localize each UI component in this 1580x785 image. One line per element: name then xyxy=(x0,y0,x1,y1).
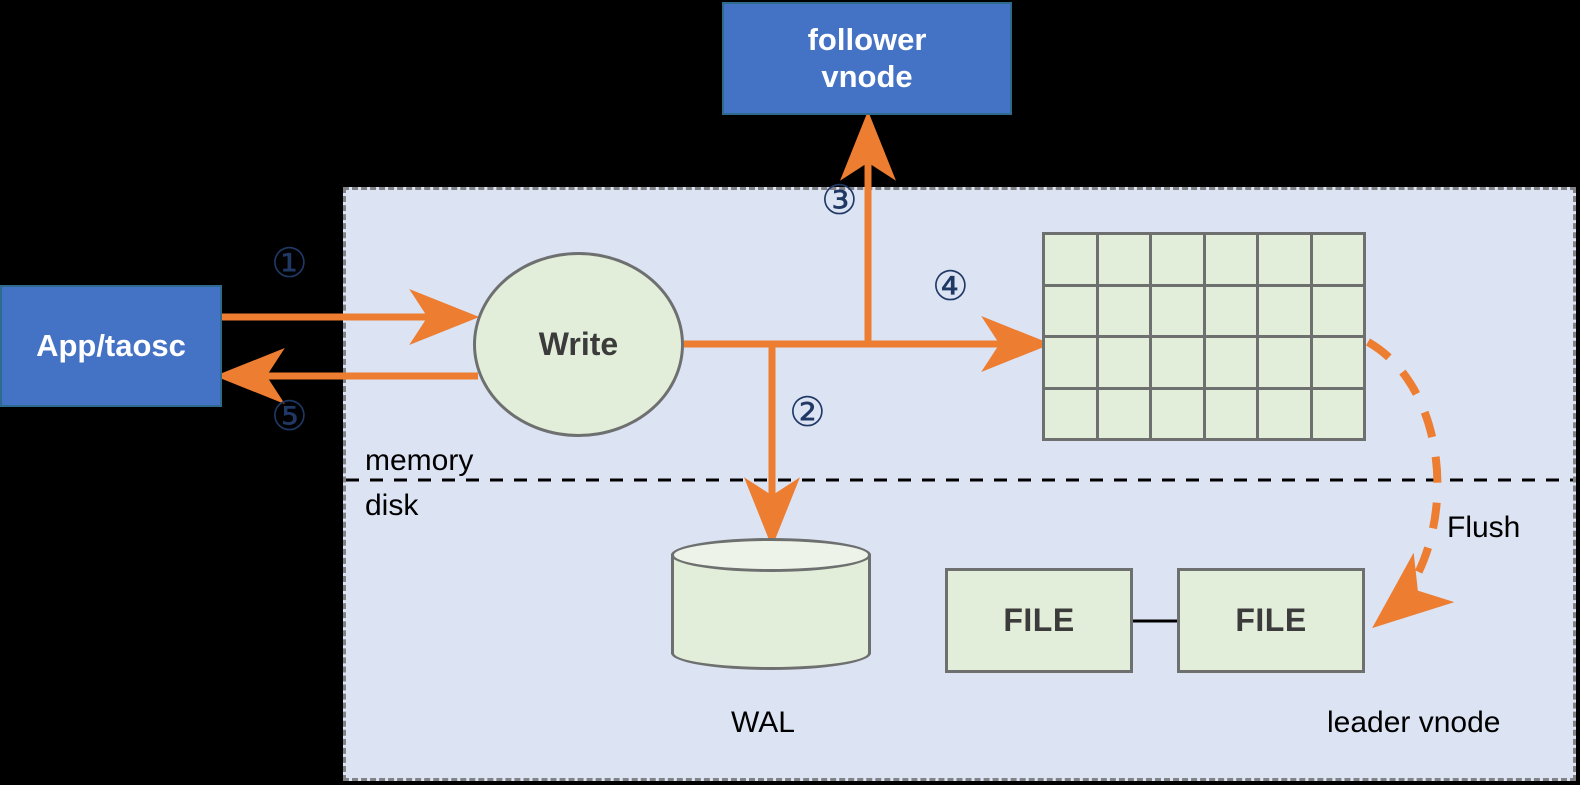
table-cell xyxy=(1045,235,1099,287)
wal-cylinder-top xyxy=(671,538,871,572)
table-cell xyxy=(1205,338,1259,390)
table-cell xyxy=(1098,389,1152,441)
edge-flush xyxy=(1366,338,1455,629)
table-cell xyxy=(1045,286,1099,338)
table-cell xyxy=(1045,389,1099,441)
table-cell xyxy=(1259,389,1313,441)
file-node-2[interactable]: FILE xyxy=(1177,568,1365,673)
file-node-2-label: FILE xyxy=(1235,602,1307,638)
table-cell xyxy=(1098,338,1152,390)
table-cell xyxy=(1312,286,1366,338)
table-cell xyxy=(1152,338,1206,390)
app-taosc-label: App/taosc xyxy=(36,327,186,363)
table-cell xyxy=(1152,235,1206,287)
table-cell xyxy=(1312,235,1366,287)
write-node[interactable]: Write xyxy=(473,252,684,437)
table-cell xyxy=(1045,338,1099,390)
table-cell xyxy=(1098,286,1152,338)
follower-vnode-label: follower vnode xyxy=(808,22,927,95)
file-node-1[interactable]: FILE xyxy=(945,568,1133,673)
step-marker-3: ③ xyxy=(821,176,858,224)
step-marker-4: ④ xyxy=(932,262,969,310)
wal-cylinder-node[interactable] xyxy=(671,538,871,670)
table-cell xyxy=(1152,389,1206,441)
table-cell xyxy=(1205,286,1259,338)
flush-edge-label: Flush xyxy=(1447,511,1521,544)
follower-vnode-label-line2: vnode xyxy=(821,58,913,94)
table-cell xyxy=(1205,389,1259,441)
wal-label: WAL xyxy=(731,706,795,739)
table-cell xyxy=(1098,235,1152,287)
follower-vnode-node[interactable]: follower vnode xyxy=(722,2,1012,115)
table-cell xyxy=(1259,235,1313,287)
step-marker-2: ② xyxy=(789,388,826,436)
table-cell xyxy=(1152,286,1206,338)
disk-tier-label: disk xyxy=(365,489,419,522)
write-node-label: Write xyxy=(538,326,619,362)
table-cell xyxy=(1312,338,1366,390)
file-node-1-label: FILE xyxy=(1003,602,1075,638)
leader-vnode-label: leader vnode xyxy=(1327,706,1501,739)
step-marker-1: ① xyxy=(271,239,308,287)
step-marker-5: ⑤ xyxy=(271,392,308,440)
table-cell xyxy=(1259,286,1313,338)
app-taosc-node[interactable]: App/taosc xyxy=(0,285,222,407)
follower-vnode-label-line1: follower xyxy=(807,21,927,57)
table-cell xyxy=(1312,389,1366,441)
table-cell xyxy=(1259,338,1313,390)
table-cell xyxy=(1205,235,1259,287)
memory-tier-label: memory xyxy=(365,444,474,477)
memory-table-grid[interactable] xyxy=(1042,232,1366,441)
